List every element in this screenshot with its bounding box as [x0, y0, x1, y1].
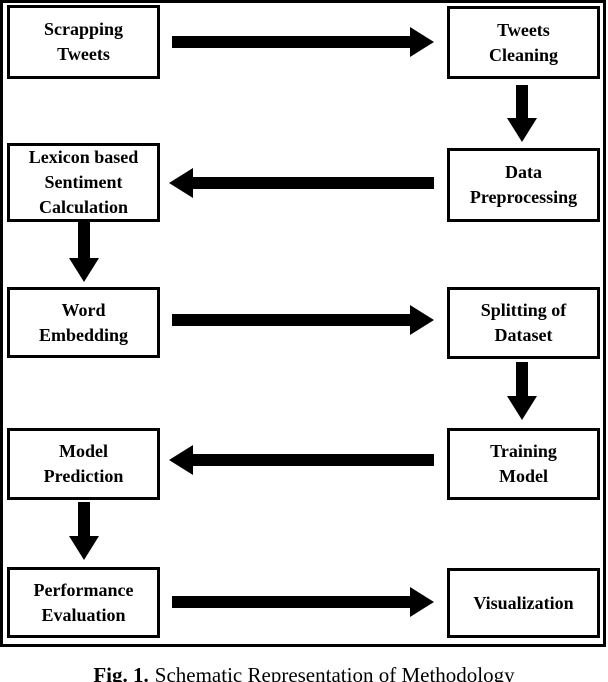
node-scrapping-tweets: Scrapping Tweets	[7, 5, 160, 79]
caption-text: Schematic Representation of Methodology	[154, 663, 515, 682]
arrow-splitting-to-training-icon	[507, 362, 537, 420]
node-visualization: Visualization	[447, 568, 600, 638]
arrow-lexicon-to-embedding-icon	[69, 222, 99, 282]
arrow-scrapping-to-cleaning-icon	[172, 27, 434, 57]
node-word-embedding: Word Embedding	[7, 287, 160, 358]
node-lexicon-sentiment: Lexicon based Sentiment Calculation	[7, 143, 160, 222]
arrow-prediction-to-evaluation-icon	[69, 502, 99, 560]
node-data-preprocessing: Data Preprocessing	[447, 148, 600, 222]
node-model-prediction: Model Prediction	[7, 428, 160, 500]
node-splitting-dataset: Splitting of Dataset	[447, 287, 600, 359]
arrow-training-to-prediction-icon	[169, 445, 434, 475]
arrow-preprocessing-to-lexicon-icon	[169, 168, 434, 198]
node-tweets-cleaning: Tweets Cleaning	[447, 6, 600, 79]
arrow-cleaning-to-preprocessing-icon	[507, 85, 537, 142]
caption-label: Fig. 1.	[93, 663, 149, 682]
arrow-embedding-to-splitting-icon	[172, 305, 434, 335]
figure-caption: Fig. 1. Schematic Representation of Metho…	[0, 663, 608, 682]
node-performance-evaluation: Performance Evaluation	[7, 567, 160, 638]
node-training-model: Training Model	[447, 428, 600, 500]
arrow-evaluation-to-visualization-icon	[172, 587, 434, 617]
